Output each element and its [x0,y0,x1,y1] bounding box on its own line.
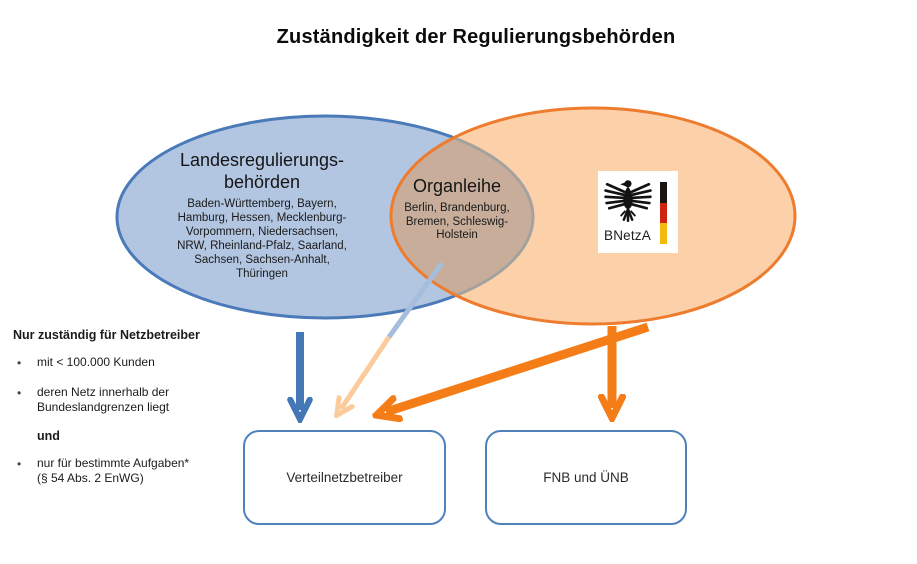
member-line: Hamburg, Hessen, Mecklenburg- [177,212,347,224]
arrow-organleihe-to-verteilnetzbetreiber [341,335,392,409]
note-bullet-2: deren Netz innerhalb der Bundeslandgrenz… [37,385,169,415]
landesregulierungsbehoerden-heading: Landesregulierungs- behörden [152,149,372,193]
note-bullet-3: nur für bestimmte Aufgaben* (§ 54 Abs. 2… [37,456,189,486]
page-title: Zuständigkeit der Regulierungsbehörden [276,26,676,48]
heading-line: behörden [223,172,301,192]
note-heading: Nur zuständig für Netzbetreiber [13,328,200,342]
member-line: Vorpommern, Niedersachsen, [185,226,339,238]
flag-stripe-gold [660,223,667,245]
arrow-organleihe-upper-segment [386,261,445,339]
bnetza-logo: BNetzA [598,171,678,253]
fnb-uenb-box: FNB und ÜNB [485,430,687,525]
member-line: Baden-Württemberg, Bayern, [187,198,337,210]
bullet-icon: • [17,356,22,370]
note-bullet-1: mit < 100.000 Kunden [37,355,155,369]
bnetza-label: BNetzA [604,228,651,243]
note-connector: und [37,429,60,443]
note-bullet-3-line2: (§ 54 Abs. 2 EnWG) [37,471,144,485]
organleihe-members: Berlin, Brandenburg, Bremen, Schleswig- … [387,202,527,243]
organleihe-heading: Organleihe [412,176,502,196]
fnb-uenb-label: FNB und ÜNB [543,470,629,485]
flag-stripe-red [660,202,667,224]
landesregulierungsbehoerden-members: Baden-Württemberg, Bayern, Hamburg, Hess… [138,197,386,281]
note-bullet-3-line1: nur für bestimmte Aufgaben* [37,456,190,470]
overlap-arc [391,114,535,320]
german-flag-stripes-icon [660,182,667,245]
verteilnetzbetreiber-label: Verteilnetzbetreiber [286,470,403,485]
member-line: Thüringen [236,268,288,280]
overlap-organleihe-region [391,116,533,318]
verteilnetzbetreiber-box: Verteilnetzbetreiber [243,430,446,525]
member-line: Holstein [436,229,478,241]
arrow-bnetza-to-verteilnetzbetreiber [386,322,650,412]
ellipse-bnetza-outline [389,106,797,326]
bullet-icon: • [17,457,22,471]
note-bullet-2-line1: deren Netz innerhalb der [37,385,170,399]
heading-line: Landesregulierungs- [179,150,345,170]
bullet-icon: • [17,386,22,400]
member-line: Berlin, Brandenburg, [404,202,510,214]
flag-stripe-black [660,182,667,203]
note-block: Nur zuständig für Netzbetreiber • mit < … [10,325,250,500]
member-line: Bremen, Schleswig- [405,215,509,228]
member-line: Sachsen, Sachsen-Anhalt, [194,254,330,266]
federal-eagle-icon [604,180,652,222]
member-line: NRW, Rheinland-Pfalz, Saarland, [177,240,347,252]
note-bullet-2-line2: Bundeslandgrenzen liegt [37,400,170,414]
